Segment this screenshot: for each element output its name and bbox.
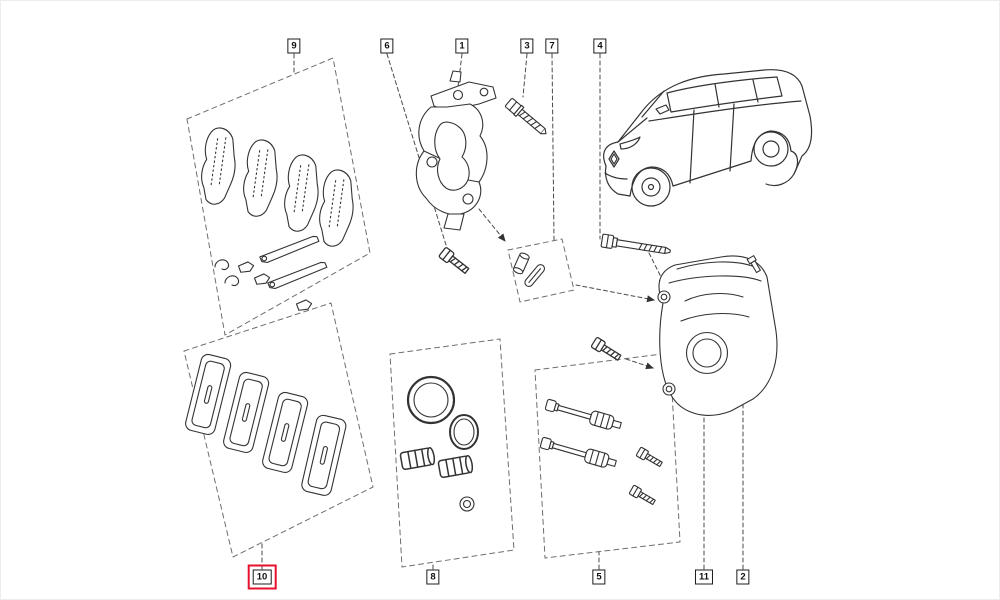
group-box-5 [534, 352, 681, 559]
bushing-set-drawing [512, 252, 546, 287]
callout-1[interactable]: 1 [455, 38, 469, 54]
pad-shim-kit-drawing [197, 125, 359, 311]
callout-2[interactable]: 2 [736, 569, 750, 585]
callout-3[interactable]: 3 [520, 38, 534, 54]
callout-7[interactable]: 7 [545, 38, 559, 54]
callout-8[interactable]: 8 [426, 569, 440, 585]
callout-5[interactable]: 5 [592, 569, 606, 585]
leader-lines [261, 53, 744, 570]
callout-10[interactable]: 10 [247, 564, 277, 590]
bleed-screw-drawing [746, 255, 761, 274]
car-drawing [603, 69, 813, 207]
caliper-drawing [657, 255, 778, 416]
brake-pads-drawing [183, 352, 348, 498]
callout-11[interactable]: 11 [694, 569, 714, 585]
guide-bolt-drawing [600, 233, 671, 255]
caliper-bracket-drawing [415, 70, 497, 231]
group-box-8 [389, 338, 515, 568]
callout-9[interactable]: 9 [287, 38, 301, 54]
caliper-bolt-drawing [504, 97, 551, 139]
guide-pin-kit-drawing [539, 397, 665, 508]
callout-4[interactable]: 4 [593, 38, 607, 54]
group-box-7 [507, 238, 575, 303]
assembly-arrows [478, 208, 666, 370]
group-box-9 [186, 57, 371, 336]
callout-6[interactable]: 6 [380, 38, 394, 54]
bracket-bolt-drawing [437, 246, 472, 277]
seal-kit-drawing [399, 375, 479, 512]
caliper-pin-bolt-drawing [590, 336, 623, 364]
group-box-10 [183, 302, 374, 558]
